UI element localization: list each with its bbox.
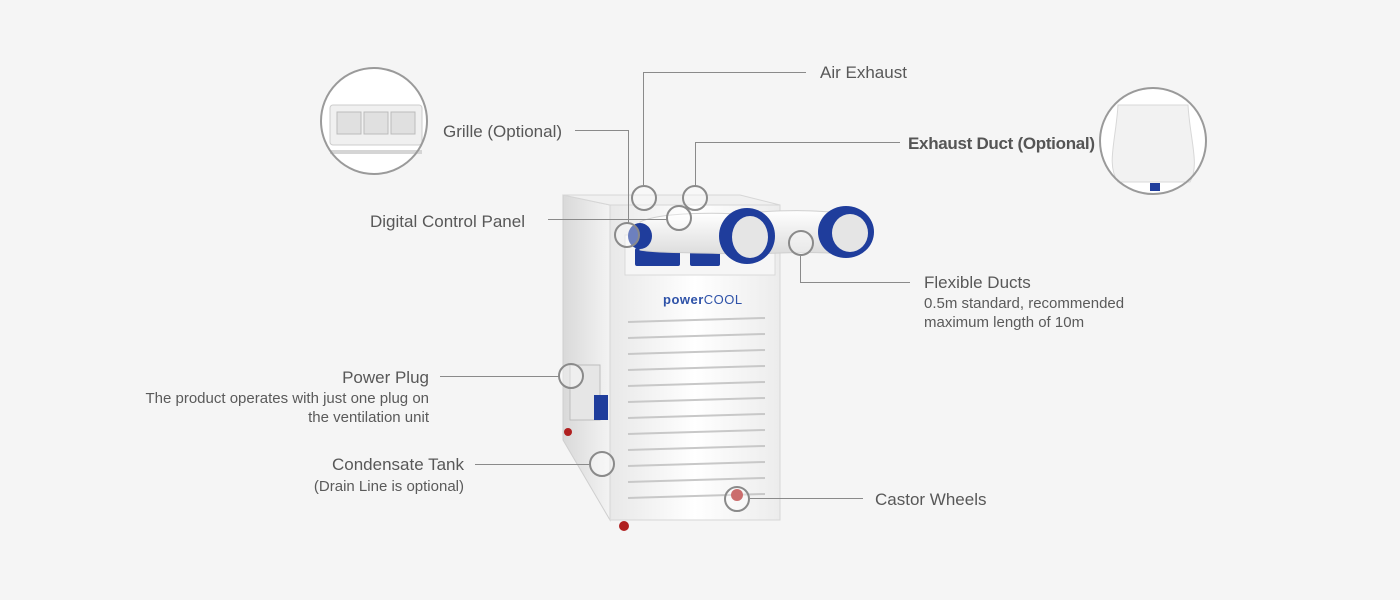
exhaust-duct-inset-bubble (1099, 87, 1207, 195)
flexible-ducts-marker (788, 230, 814, 256)
exhaust-duct-marker (682, 185, 708, 211)
air-exhaust-marker (631, 185, 657, 211)
power-plug-leader-h (440, 376, 560, 377)
flexible-ducts-desc-line2: maximum length of 10m (924, 314, 1085, 331)
control-panel-leader-h (548, 219, 668, 220)
wheel-back (564, 428, 572, 436)
condensate-tank-desc: (Drain Line is optional) (313, 478, 464, 495)
power-plug-desc-line2: the ventilation unit (308, 409, 429, 426)
exhaust-duct-leader-h (695, 142, 900, 143)
power-plug-title: Power Plug (342, 368, 429, 387)
brand-logo-light: COOL (703, 292, 743, 307)
control-panel-label: Digital Control Panel (370, 212, 525, 231)
grille-label: Grille (Optional) (443, 122, 563, 141)
grille-inset-bubble (320, 67, 428, 175)
brand-logo: powerCOOL (663, 292, 743, 307)
power-plug-desc-line1: The product operates with just one plug … (145, 390, 429, 407)
air-exhaust-leader-h (643, 72, 806, 73)
air-exhaust-leader-v (643, 72, 644, 185)
condensate-tank-title: Condensate Tank (331, 455, 464, 474)
power-plug-marker (558, 363, 584, 389)
castor-wheels-marker (724, 486, 750, 512)
front-louvers (627, 317, 766, 499)
brand-logo-bold: power (663, 292, 704, 307)
air-exhaust-label: Air Exhaust (820, 63, 907, 82)
flexible-ducts-desc-line1: 0.5m standard, recommended (924, 295, 1125, 312)
condensate-tank-leader-h (475, 464, 590, 465)
flexible-ducts-title: Flexible Ducts (924, 273, 1031, 292)
grille-leader-v (628, 130, 629, 223)
condensate-tank-marker (589, 451, 615, 477)
exhaust-duct-leader-v (695, 142, 696, 186)
castor-wheels-leader-h (750, 498, 863, 499)
grille-marker (614, 222, 640, 248)
flexible-ducts-leader-v (800, 256, 801, 282)
exhaust-duct-label: Exhaust Duct (Optional) (908, 134, 1095, 153)
control-panel-marker (666, 205, 692, 231)
grille-leader-h (575, 130, 628, 131)
flexible-ducts-leader-h (800, 282, 910, 283)
wheel-front-left (619, 521, 629, 531)
side-socket (594, 395, 608, 420)
castor-wheels-label: Castor Wheels (875, 490, 987, 509)
